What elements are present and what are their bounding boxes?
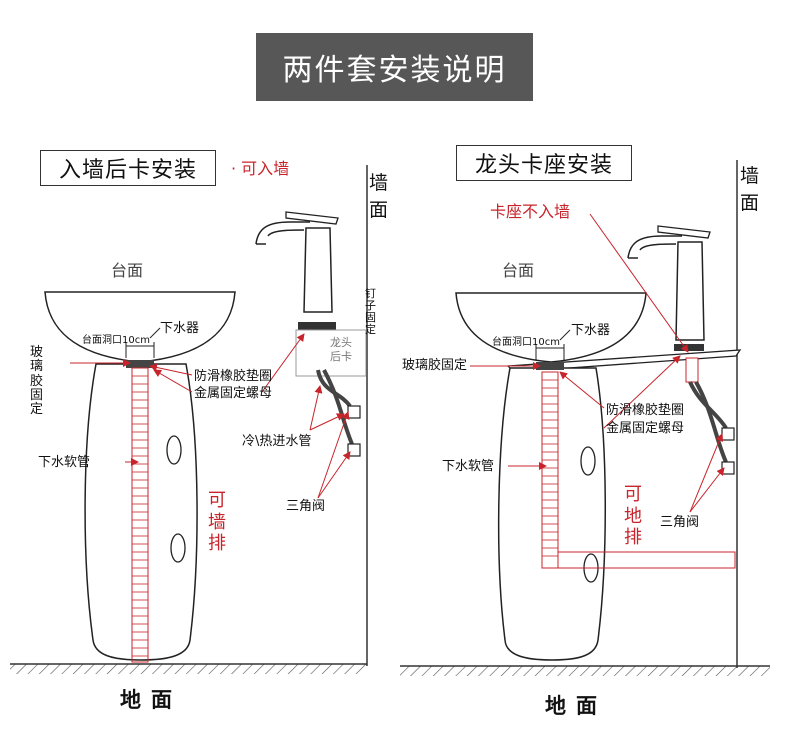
left-hose-label: 下水软管 [38,455,91,470]
right-pedestal [497,367,607,661]
right-nut-label: 金属固定螺母 [606,421,685,436]
left-drain [126,360,154,368]
left-hot-cold-label: 冷\热进水管 [242,434,312,449]
left-faucet-clip-label: 龙头后卡 [330,336,352,364]
right-wall-drain-label: 可地排 [624,484,642,549]
left-faucet-clip-box [295,329,367,377]
left-drain-label: 下水器 [160,321,200,336]
left-note: · 可入墙 [231,159,290,178]
left-nail-label: 钉子固定 [365,287,376,337]
left-hole-label: 台面洞口10cm [82,335,150,346]
right-gasket-label: 防滑橡胶垫圈 [606,403,685,418]
left-basin [44,291,236,363]
right-drain [536,362,564,370]
left-glass-glue-label: 玻璃胶固定 [30,345,44,418]
right-basin [455,292,647,363]
left-floor-label: 地面 [120,688,182,712]
right-heading: 龙头卡座安装 [456,145,632,181]
left-hose [131,367,149,663]
left-floor-hatch [10,664,367,674]
right-hole-label: 台面洞口10cm [492,337,560,348]
page-title: 两件套安装说明 [256,33,533,101]
left-wall-label: 墙面 [369,172,389,221]
left-faucet [255,221,310,245]
left-countertop-label: 台面 [111,261,144,280]
left-angle-valve-label: 三角阀 [286,499,326,514]
left-gasket-label: 防滑橡胶垫圈 [194,369,273,384]
right-floor-hatch [400,666,770,676]
right-diagram [400,160,770,676]
right-drain-label: 下水器 [571,323,611,338]
right-floor-label: 地面 [545,694,607,718]
left-heading: 入墙后卡安装 [40,150,216,186]
left-wall-drain-label: 可墙排 [208,490,226,555]
right-hose-label: 下水软管 [442,459,495,474]
right-wall-label: 墙面 [740,165,760,214]
right-glass-glue-label: 玻璃胶固定 [402,358,468,373]
right-countertop-label: 台面 [502,261,535,280]
left-diagram [10,165,368,674]
right-note: 卡座不入墙 [490,202,571,221]
right-faucet [627,235,682,259]
right-angle-valve-label: 三角阀 [660,515,700,530]
left-nut-label: 金属固定螺母 [194,386,273,401]
